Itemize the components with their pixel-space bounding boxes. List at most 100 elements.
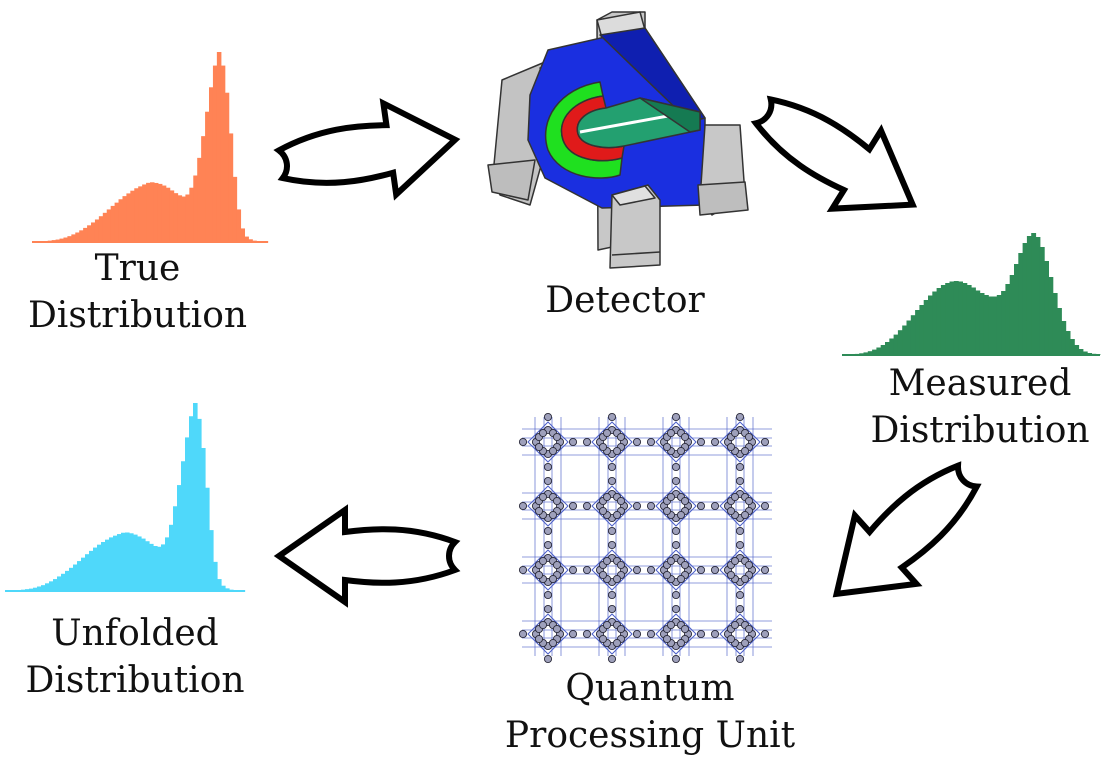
histogram-bar: [181, 461, 186, 591]
histogram-bar: [29, 588, 34, 591]
histogram-bar: [928, 295, 933, 355]
histogram-bar: [81, 557, 86, 591]
histogram-bar: [105, 539, 110, 591]
histogram-bar: [197, 418, 202, 591]
qpu-cell-outline: [591, 485, 633, 527]
qubit-node: [632, 437, 642, 447]
qubit-node: [760, 629, 770, 639]
histogram-bar: [919, 305, 925, 355]
qpu-cell-outline: [527, 549, 569, 591]
qubit-node: [548, 574, 558, 584]
flow-arrow-icon: [806, 442, 998, 628]
qubit-node: [602, 428, 612, 438]
histogram-bar: [153, 182, 159, 242]
histogram-bar: [983, 295, 989, 355]
qubit-node: [543, 412, 553, 422]
qubit-node: [518, 629, 528, 639]
qubit-node: [696, 629, 706, 639]
qubit-node: [696, 565, 706, 575]
qubit-node: [730, 556, 740, 566]
histogram-bar: [53, 579, 58, 591]
qubit-node: [730, 492, 740, 502]
qubit-node: [534, 506, 544, 516]
qubit-node: [538, 620, 548, 630]
histogram-bar: [209, 530, 214, 591]
histogram-bar: [940, 285, 946, 355]
histogram-bar: [75, 232, 80, 242]
qubit-node: [671, 654, 681, 664]
qubit-node: [744, 560, 754, 570]
histogram-bar: [177, 485, 182, 591]
qubit-node: [680, 624, 690, 634]
qubit-node: [568, 437, 578, 447]
histogram-bar: [1082, 351, 1088, 355]
qubit-node: [646, 565, 656, 575]
qubit-node: [518, 565, 528, 575]
qubit-node: [543, 654, 553, 664]
histogram-bar: [1031, 233, 1037, 355]
histogram-bar: [137, 536, 142, 591]
qubit-node: [543, 590, 553, 600]
qpu-cell-outline: [655, 421, 697, 463]
qubit-node: [552, 496, 562, 506]
qpu-cell-outline: [655, 613, 697, 655]
histogram-bar: [906, 320, 912, 355]
measured-distribution-label: Measured Distribution: [860, 360, 1100, 454]
histogram-bar: [953, 281, 959, 355]
qpu-cell-outline: [655, 485, 697, 527]
histogram-bar: [1052, 293, 1058, 355]
qubit-node: [607, 604, 617, 614]
detector-label: Detector: [500, 277, 750, 324]
qubit-node: [730, 428, 740, 438]
histogram-bar: [57, 576, 62, 591]
qubit-node: [710, 629, 720, 639]
qubit-node: [632, 501, 642, 511]
histogram-bar: [971, 287, 976, 355]
histogram-bar: [102, 212, 108, 242]
histogram-bar: [161, 185, 167, 242]
histogram-bar: [205, 487, 210, 591]
histogram-bar: [217, 579, 222, 591]
histogram-bar: [988, 296, 994, 355]
histogram-bar: [165, 187, 171, 242]
qpu-cell-outline: [719, 549, 761, 591]
qubit-node: [760, 565, 770, 575]
qpu-cell-outline: [527, 485, 569, 527]
qubit-node: [671, 526, 681, 536]
qubit-node: [543, 604, 553, 614]
qubit-node: [760, 501, 770, 511]
histogram-bar: [193, 403, 198, 591]
qubit-node: [534, 634, 544, 644]
histogram-bar: [966, 285, 972, 355]
histogram-bar: [216, 52, 222, 242]
qpu-cell-outline: [655, 549, 697, 591]
label-line: True: [94, 248, 181, 289]
qubit-node: [744, 496, 754, 506]
histogram-bar: [867, 351, 873, 355]
histogram-bar: [110, 205, 116, 242]
histogram-bar: [41, 585, 46, 591]
qubit-node: [607, 412, 617, 422]
histogram-bar: [876, 347, 882, 355]
qubit-node: [676, 446, 686, 456]
histogram-bar: [1001, 291, 1006, 355]
qubit-node: [676, 510, 686, 520]
qubit-node: [548, 638, 558, 648]
qubit-node: [726, 506, 736, 516]
histogram-bar: [69, 567, 74, 591]
qubit-node: [518, 501, 528, 511]
histogram-bar: [109, 537, 114, 591]
label-line: Quantum: [565, 668, 735, 709]
qubit-node: [568, 629, 578, 639]
qpu-lattice-icon: [518, 412, 772, 664]
histogram-bar: [138, 186, 143, 242]
histogram-bar: [71, 234, 76, 242]
histogram-bar: [236, 209, 242, 242]
qubit-node: [607, 540, 617, 550]
histogram-bar: [872, 349, 877, 355]
label-line: Distribution: [27, 295, 248, 336]
histogram-bar: [134, 188, 139, 242]
histogram-bar: [189, 187, 194, 242]
qubit-node: [735, 540, 745, 550]
